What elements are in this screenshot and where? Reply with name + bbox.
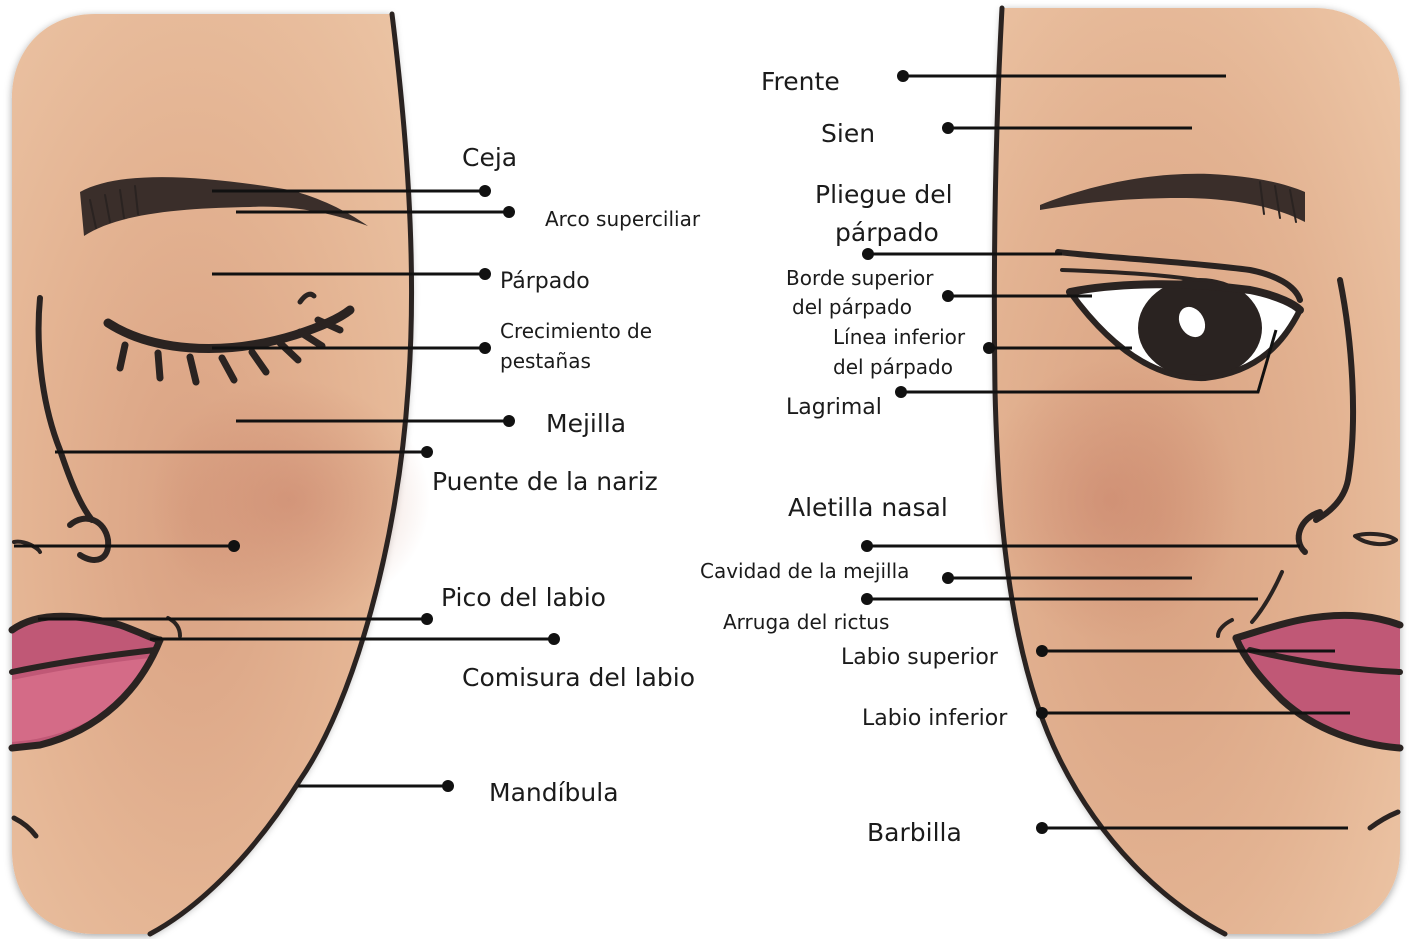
label-ceja: Ceja bbox=[462, 143, 517, 172]
label-pliegue-line2: párpado bbox=[835, 218, 939, 247]
right-labels: Frente Sien Pliegue del párpado Borde su… bbox=[700, 67, 1008, 847]
label-pico-labio: Pico del labio bbox=[441, 583, 606, 612]
label-linea-line2: del párpado bbox=[833, 355, 953, 379]
left-labels: Ceja Arco superciliar Párpado Crecimient… bbox=[432, 143, 701, 807]
label-parpado: Párpado bbox=[500, 269, 590, 294]
label-mejilla: Mejilla bbox=[546, 409, 626, 438]
label-crecimiento-line2: pestañas bbox=[500, 349, 591, 373]
label-mandibula: Mandíbula bbox=[489, 778, 619, 807]
label-comisura-labio: Comisura del labio bbox=[462, 663, 695, 692]
label-barbilla: Barbilla bbox=[867, 818, 962, 847]
right-face bbox=[980, 8, 1400, 934]
label-arco-superciliar: Arco superciliar bbox=[545, 207, 701, 231]
label-pliegue-line1: Pliegue del bbox=[815, 180, 953, 209]
label-linea-line1: Línea inferior bbox=[833, 325, 966, 349]
label-borde-line2: del párpado bbox=[792, 295, 912, 319]
label-labio-superior: Labio superior bbox=[841, 645, 999, 670]
label-arruga-rictus: Arruga del rictus bbox=[723, 610, 889, 634]
label-crecimiento-line1: Crecimiento de bbox=[500, 319, 652, 343]
label-sien: Sien bbox=[821, 119, 875, 148]
label-aletilla-nasal: Aletilla nasal bbox=[788, 493, 948, 522]
label-puente-nariz: Puente de la nariz bbox=[432, 467, 658, 496]
label-frente: Frente bbox=[761, 67, 840, 96]
label-borde-line1: Borde superior bbox=[786, 266, 934, 290]
label-lagrimal: Lagrimal bbox=[786, 395, 882, 420]
left-face bbox=[12, 14, 430, 934]
label-labio-inferior: Labio inferior bbox=[862, 706, 1008, 731]
label-cavidad-mejilla: Cavidad de la mejilla bbox=[700, 559, 909, 583]
